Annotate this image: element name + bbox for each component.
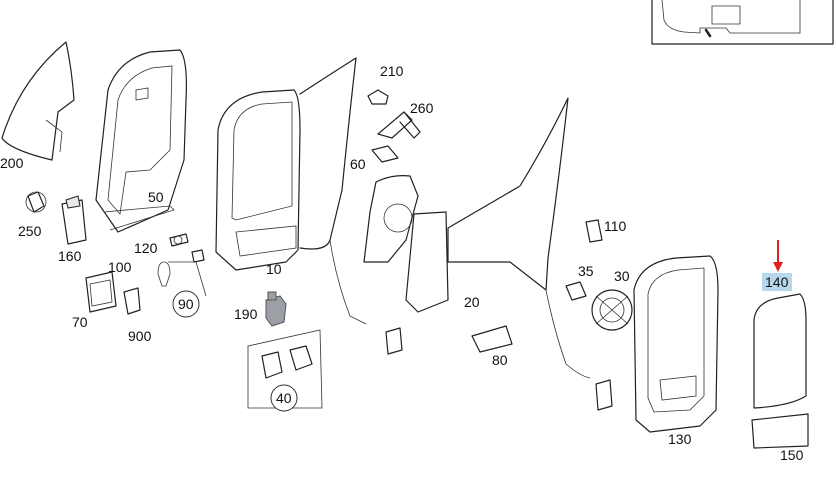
label-20: 20 <box>464 294 480 310</box>
part-260-bracket <box>377 111 421 139</box>
part-30-motor <box>591 289 633 331</box>
label-70: 70 <box>72 314 88 330</box>
label-10: 10 <box>266 261 282 277</box>
cable-connector-left <box>385 327 403 355</box>
part-20-mirror-arm <box>363 97 591 379</box>
part-190-motor <box>265 291 287 327</box>
part-35-screw <box>565 281 587 301</box>
part-110-clip <box>585 219 603 243</box>
label-35: 35 <box>578 263 594 279</box>
label-110: 110 <box>604 218 627 234</box>
label-250: 250 <box>18 223 42 239</box>
label-210: 210 <box>380 63 404 79</box>
label-30: 30 <box>614 268 630 284</box>
label-120: 120 <box>134 240 158 256</box>
part-80-connector <box>471 325 513 353</box>
part-labels: 200 50 250 160 120 100 70 900 90 10 190 … <box>0 63 804 463</box>
part-10-mirror-shell <box>215 57 367 325</box>
label-130: 130 <box>668 431 692 447</box>
part-120-bulb <box>169 233 189 247</box>
vehicle-locator-inset <box>651 0 834 45</box>
part-160-cover <box>61 195 87 245</box>
cable-connector-right <box>595 379 613 411</box>
part-210-screw <box>367 89 389 105</box>
label-80: 80 <box>492 352 508 368</box>
part-50-housing-frame <box>95 49 187 233</box>
label-900: 900 <box>128 328 152 344</box>
label-150: 150 <box>780 447 804 463</box>
label-160: 160 <box>58 248 82 264</box>
part-140-mirror-glass <box>753 293 807 409</box>
part-200-mirror-cap <box>1 41 75 161</box>
part-100-bulb <box>191 249 205 263</box>
part-130-mirror-housing <box>633 255 719 433</box>
part-900-bulb-holder <box>123 287 141 315</box>
label-90: 90 <box>178 296 194 312</box>
label-60: 60 <box>350 156 366 172</box>
indicator-arrow <box>773 240 783 272</box>
part-70-side-lamp <box>85 271 117 313</box>
label-260: 260 <box>410 100 434 116</box>
label-200: 200 <box>0 155 24 171</box>
label-100: 100 <box>108 259 132 275</box>
label-50: 50 <box>148 189 164 205</box>
highlight-box <box>762 273 792 291</box>
label-190: 190 <box>234 306 258 322</box>
part-40-kit <box>247 329 323 412</box>
part-250-clip <box>25 191 47 213</box>
part-60-bolt <box>371 145 399 163</box>
label-140: 140 <box>765 274 789 290</box>
label-40: 40 <box>276 390 292 406</box>
part-90-group <box>157 261 207 318</box>
part-150-lower-glass <box>751 413 809 449</box>
